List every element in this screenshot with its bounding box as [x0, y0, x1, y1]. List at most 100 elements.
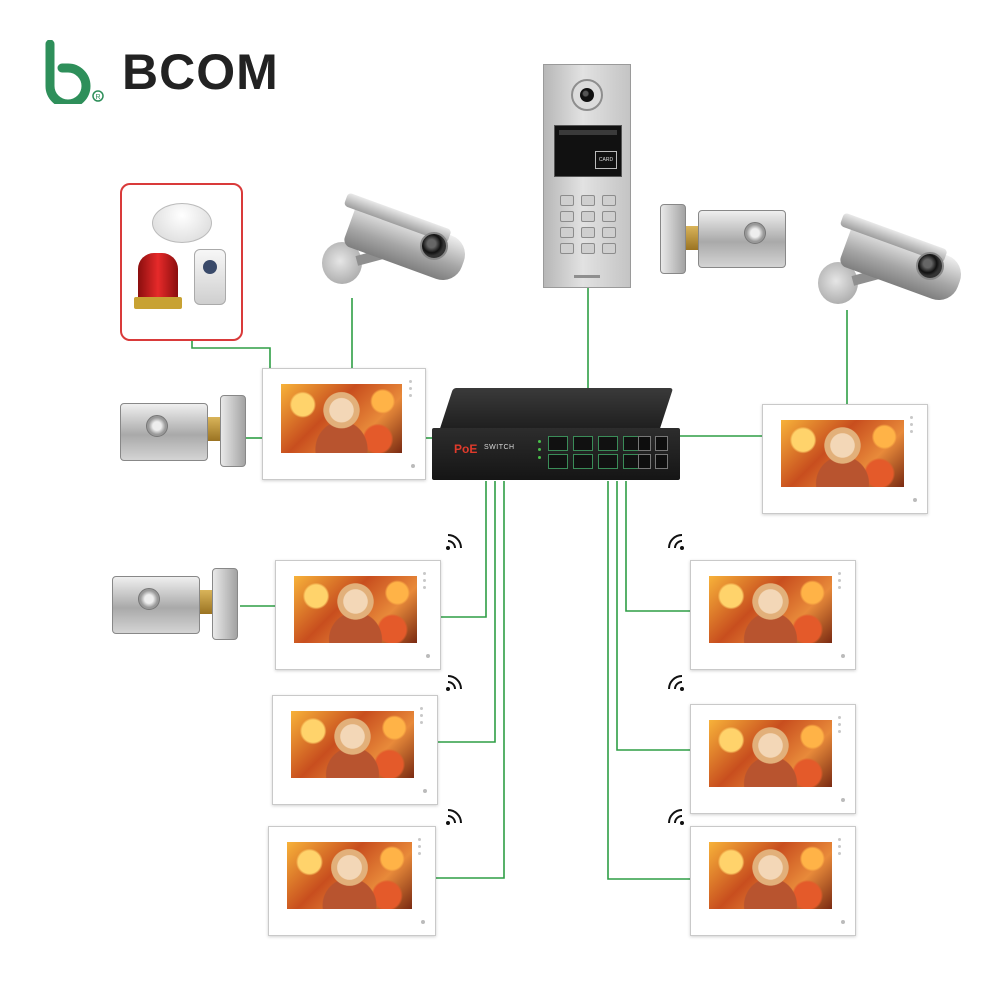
electric-lock-lower-left [112, 566, 242, 646]
lock-latch [686, 226, 698, 250]
wifi-icon [446, 675, 462, 691]
indoor-monitor [262, 368, 426, 480]
indoor-monitor [690, 826, 856, 936]
monitor-led [841, 920, 846, 925]
monitor-buttons [408, 380, 419, 397]
keypad-key [560, 195, 574, 206]
keypad-key [602, 211, 616, 222]
switch-label: SWITCH [484, 444, 515, 451]
brand-header: R BCOM [42, 40, 279, 104]
indoor-monitor [268, 826, 436, 936]
keypad-key [581, 227, 595, 238]
door-station-keypad [560, 195, 616, 254]
card-reader-label: CARD [595, 151, 617, 169]
brand-name: BCOM [122, 44, 279, 100]
lock-latch [208, 417, 220, 441]
smoke-detector [152, 203, 212, 243]
lock-strike-plate [660, 204, 686, 274]
status-led [538, 448, 541, 451]
door-station: CARD [543, 64, 631, 288]
monitor-screen [709, 576, 833, 644]
status-led [538, 440, 541, 443]
ethernet-port [573, 436, 593, 451]
monitor-buttons [423, 571, 433, 589]
pir-sensor [194, 249, 226, 305]
status-led [538, 456, 541, 459]
siren-strobe [138, 253, 178, 301]
indoor-monitor [275, 560, 441, 670]
lock-strike-plate [212, 568, 238, 640]
monitor-buttons [910, 415, 920, 433]
door-station-screen: CARD [554, 125, 622, 177]
ethernet-port [548, 454, 568, 469]
lock-strike-plate [220, 395, 246, 467]
indoor-monitor [690, 704, 856, 814]
monitor-led [913, 498, 918, 503]
monitor-led [426, 654, 431, 659]
ethernet-port [598, 454, 618, 469]
camera-lens [420, 232, 448, 260]
monitor-screen [287, 842, 412, 910]
monitor-screen [781, 420, 905, 488]
uplink-port [638, 436, 651, 451]
keypad-key [560, 211, 574, 222]
door-camera-lens [571, 79, 603, 111]
monitor-screen [709, 842, 833, 910]
keypad-key [560, 243, 574, 254]
monitor-led [421, 920, 426, 925]
keypad-key [560, 227, 574, 238]
ethernet-port [548, 436, 568, 451]
ethernet-cables [191, 288, 848, 880]
monitor-buttons [838, 715, 848, 733]
alarm-sensors-group [120, 183, 243, 341]
monitor-buttons [418, 837, 428, 855]
ethernet-port [573, 454, 593, 469]
monitor-buttons [838, 837, 848, 855]
lock-latch [200, 590, 212, 614]
speaker-grill [574, 275, 600, 278]
monitor-led [841, 798, 846, 803]
switch-top-panel [438, 388, 674, 432]
monitor-screen [709, 720, 833, 788]
bcom-logo-icon: R [45, 40, 104, 104]
keypad-key [581, 195, 595, 206]
electric-lock-right [660, 204, 790, 280]
poe-ports [548, 436, 645, 469]
keypad-key [602, 243, 616, 254]
uplink-ports [638, 436, 669, 469]
monitor-led [423, 789, 428, 794]
keypad-key [581, 211, 595, 222]
wifi-icon [446, 534, 462, 550]
monitor-screen [294, 576, 418, 644]
indoor-monitor [690, 560, 856, 670]
poe-logo: PoE [454, 442, 478, 456]
keypad-key [581, 243, 595, 254]
lock-cylinder [744, 222, 766, 244]
monitor-screen [280, 384, 403, 453]
monitor-led [411, 464, 416, 468]
ip-camera-left [322, 192, 472, 302]
monitor-led [841, 654, 846, 659]
poe-switch: PoE SWITCH [432, 388, 680, 480]
lock-cylinder [138, 588, 160, 610]
uplink-port [638, 454, 651, 469]
electric-lock-left [120, 395, 250, 475]
wifi-icon [668, 534, 684, 550]
monitor-screen [291, 711, 415, 779]
lock-body [698, 210, 786, 268]
indoor-monitor [272, 695, 438, 805]
wifi-icon [668, 675, 684, 691]
siren-base [134, 297, 182, 309]
camera-lens [916, 252, 944, 280]
keypad-key [602, 227, 616, 238]
monitor-buttons [420, 706, 430, 724]
monitor-buttons [838, 571, 848, 589]
lock-cylinder [146, 415, 168, 437]
indoor-monitor [762, 404, 928, 514]
wifi-icon [668, 809, 684, 825]
keypad-key [602, 195, 616, 206]
uplink-port [655, 454, 668, 469]
ip-camera-right [818, 212, 968, 322]
